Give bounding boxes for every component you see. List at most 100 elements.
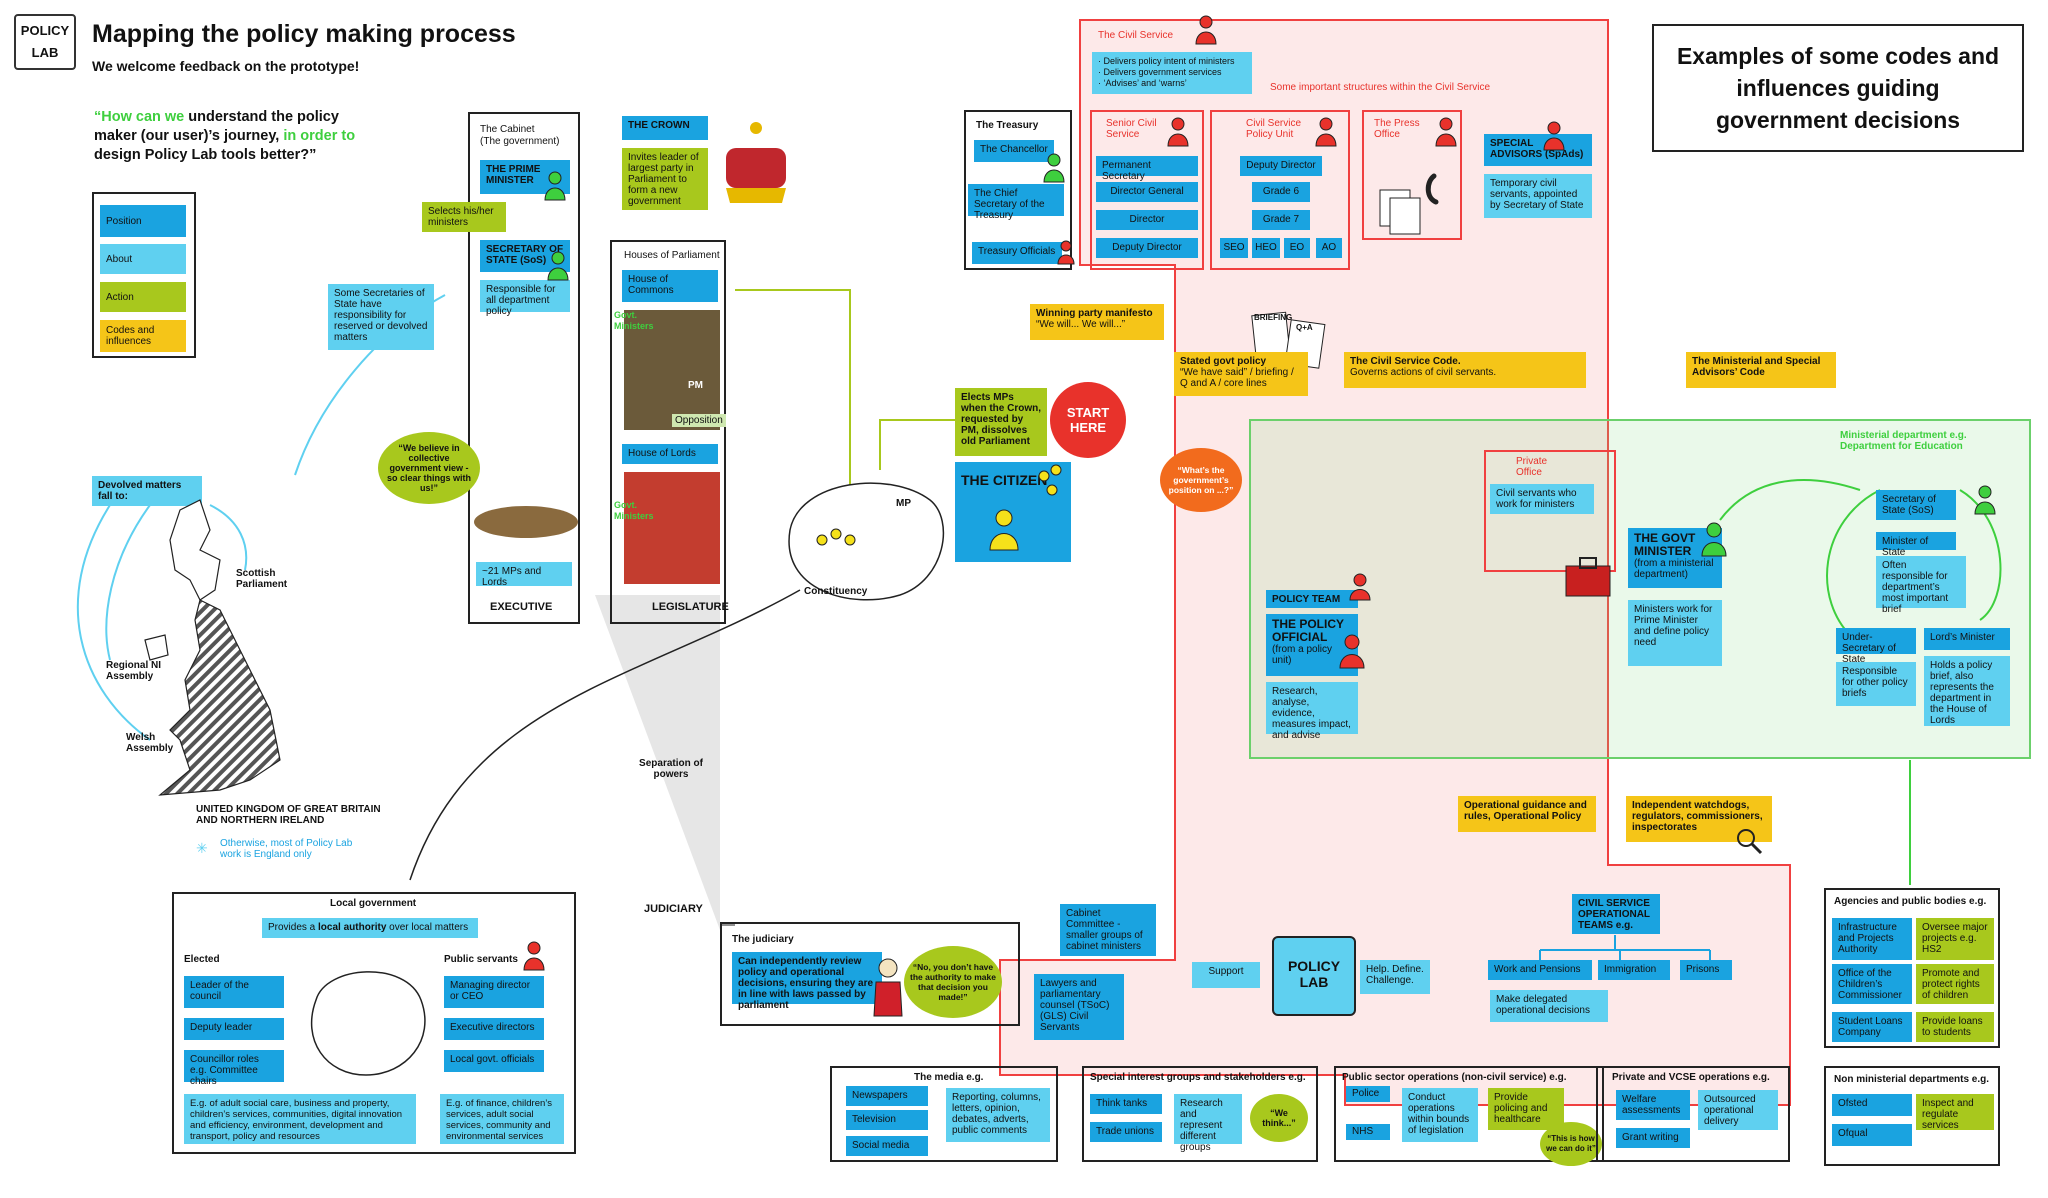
ao: AO — [1316, 238, 1342, 258]
judiciary-title: The judiciary — [732, 934, 794, 945]
heo: HEO — [1252, 238, 1280, 258]
separation-wedge — [595, 595, 720, 930]
public-sector-desc: Conduct operations within bounds of legi… — [1402, 1088, 1478, 1142]
arrow-ni — [105, 504, 151, 661]
cabinet-title: The Cabinet — [480, 124, 535, 135]
agencies-frame — [1824, 888, 2000, 1048]
legislature-label: LEGISLATURE — [652, 601, 729, 613]
separation-label: Separation of powers — [639, 758, 703, 780]
whats-position-bubble: “What’s the government’s position on ...… — [1160, 448, 1242, 512]
cs-policy-unit-label: Civil Service Policy Unit — [1246, 118, 1302, 140]
special-advisors: SPECIAL ADVISORS (SpAds) — [1484, 134, 1592, 166]
eo: EO — [1284, 238, 1310, 258]
mps-lords: ~21 MPs and Lords — [476, 562, 572, 588]
red-box-icon — [1565, 557, 1611, 597]
cs-structures-label: Some important structures within the Civ… — [1270, 82, 1491, 93]
briefing-icon-label: BRIEFING — [1254, 313, 1293, 322]
some-sos-note: Some Secretaries of State have responsib… — [328, 284, 434, 350]
policy-lab-icon: POLICY LAB — [1272, 936, 1356, 1016]
ministerial-dept-label: Ministerial department e.g. Department f… — [1840, 430, 1967, 452]
treasury-frame — [964, 110, 1072, 270]
public-servants-label: Public servants — [444, 954, 518, 965]
uk-label: UNITED KINGDOM OF GREAT BRITAIN AND NORT… — [196, 804, 381, 826]
grade-6: Grade 6 — [1252, 182, 1310, 202]
commons-box: House of Commons — [622, 270, 718, 302]
start-here-badge[interactable]: START HERE — [1050, 382, 1126, 458]
occ-desc: Promote and protect rights of children — [1916, 964, 1994, 1004]
elects-mps: Elects MPs when the Crown, requested by … — [955, 388, 1047, 456]
grant-writing: Grant writing — [1616, 1128, 1690, 1148]
cs-code-box: The Civil Service Code.Governs actions o… — [1344, 352, 1586, 388]
lawyers-counsel: Lawyers and parliamentary counsel (TSoC)… — [1034, 974, 1124, 1040]
devolved-box: Devolved matters fall to: — [92, 476, 202, 506]
elected-label: Elected — [184, 954, 220, 965]
media-title: The media e.g. — [914, 1072, 984, 1083]
uk-map — [144, 499, 281, 796]
treasury-title: The Treasury — [976, 120, 1039, 131]
houses-parliament: Houses of Parliament — [624, 250, 720, 261]
ipa-desc: Oversee major projects e.g. HS2 — [1916, 918, 1994, 960]
opposition-label: Opposition — [672, 414, 726, 427]
govt-minister-desc: Ministers work for Prime Minister and de… — [1628, 600, 1722, 666]
page-subtitle: We welcome feedback on the prototype! — [92, 58, 360, 74]
non-ministerial-title: Non ministerial departments e.g. — [1834, 1074, 1990, 1085]
cabinet-table-icon — [474, 506, 578, 538]
deputy-leader: Deputy leader — [184, 1018, 284, 1040]
public-sector-title: Public sector operations (non-civil serv… — [1342, 1072, 1567, 1083]
private-office-label: Private Office — [1516, 456, 1548, 478]
minister-of-state: Minister of State — [1876, 532, 1956, 558]
agencies-title: Agencies and public bodies e.g. — [1834, 896, 1987, 907]
lords-chamber — [624, 472, 720, 584]
legend-about: About — [100, 244, 186, 274]
cs-ops-teams: CIVIL SERVICE OPERATIONAL TEAMS e.g. — [1572, 894, 1660, 934]
govt-minister-box: THE GOVT MINISTER(from a ministerial dep… — [1628, 528, 1722, 588]
prisons: Prisons — [1680, 960, 1732, 980]
support-box: Support — [1192, 962, 1260, 988]
outsourced-delivery: Outsourced operational delivery — [1698, 1090, 1778, 1130]
operational-guidance: Operational guidance and rules, Operatio… — [1458, 796, 1596, 832]
newspapers: Newspapers — [846, 1086, 928, 1106]
mos-desc: Often responsible for department’s most … — [1876, 556, 1966, 615]
judiciary-desc: Can independently review policy and oper… — [732, 952, 882, 1011]
crown-icon — [726, 122, 786, 203]
asterisk-icon: ✳ — [196, 840, 208, 856]
lords-minister-desc: Holds a policy brief, also represents th… — [1924, 656, 2010, 726]
elected-examples: E.g. of adult social care, business and … — [184, 1094, 416, 1144]
pm-label: PM — [688, 380, 703, 391]
ofsted: Ofsted — [1832, 1094, 1912, 1116]
treasury-officials: Treasury Officials — [972, 242, 1062, 264]
qa-icon-label: Q+A — [1296, 323, 1313, 332]
help-define-challenge: Help. Define. Challenge. — [1360, 960, 1430, 994]
managing-director: Managing director or CEO — [444, 976, 544, 1008]
media-desc: Reporting, columns, letters, opinion, de… — [946, 1088, 1050, 1142]
senior-cs-label: Senior Civil Service — [1106, 118, 1157, 140]
lords-box: House of Lords — [622, 444, 718, 464]
commons-chamber — [624, 310, 720, 430]
judiciary-quote: “No, you don’t have the authority to mak… — [904, 946, 1002, 1018]
citizen-box: THE CITIZEN — [955, 462, 1071, 562]
watchdogs-box: Independent watchdogs, regulators, commi… — [1626, 796, 1772, 842]
police: Police — [1346, 1086, 1390, 1102]
local-area-shape — [310, 971, 426, 1076]
media-frame — [830, 1066, 1058, 1162]
arrow-scottish — [209, 504, 248, 571]
welfare-assessments: Welfare assessments — [1616, 1090, 1690, 1120]
civil-service-bullets: · Delivers policy intent of ministers · … — [1092, 52, 1252, 94]
cabinet-sub: (The government) — [480, 136, 560, 147]
legend-position: Position — [100, 205, 186, 237]
legend-codes: Codes and influences — [100, 320, 186, 352]
crown-desc: Invites leader of largest party in Parli… — [622, 148, 708, 210]
magnifier-icon — [1737, 829, 1763, 855]
private-office-frame — [1484, 450, 1616, 572]
councillor-roles: Councillor roles e.g. Committee chairs — [184, 1050, 284, 1087]
judiciary-label: JUDICIARY — [644, 903, 703, 915]
judiciary-frame — [720, 922, 1020, 1026]
crown-box: THE CROWN — [622, 116, 708, 140]
television: Television — [846, 1110, 928, 1130]
under-secretary-desc: Responsible for other policy briefs — [1836, 662, 1916, 706]
policy-official-box: THE POLICY OFFICIAL(from a policy unit) — [1266, 614, 1358, 676]
cabinet-committee: Cabinet Committee - smaller groups of ca… — [1060, 904, 1156, 956]
page-title: Mapping the policy making process — [92, 20, 516, 48]
legend — [92, 192, 196, 358]
